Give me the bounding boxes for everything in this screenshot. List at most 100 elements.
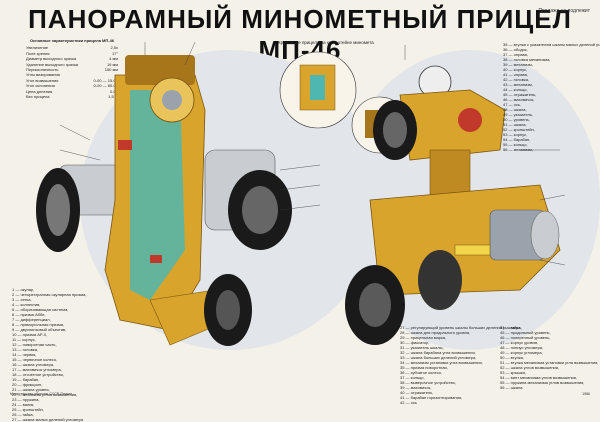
- legend-item: 46 — маховичок,: [503, 97, 535, 102]
- illustration: [36, 41, 600, 350]
- legend-item: 19 — барабан,: [12, 377, 40, 382]
- legend-item: 27 — шкала малых делений угломера: [12, 417, 84, 422]
- legend-item: 51 — шкала,: [503, 122, 527, 127]
- spec-row: Угол возвышения 0-00 — 15-00: [26, 78, 118, 83]
- spec-key: Угол возвышения: [26, 77, 59, 83]
- footer-right: 1986: [582, 392, 590, 396]
- spec-key: Угол склонения: [26, 83, 55, 89]
- legend-item: 18 — отсчетное устройство,: [12, 372, 65, 377]
- stamp-text: Продажа не подлежит: [538, 8, 590, 14]
- legend-item: 14 — червяк,: [12, 352, 37, 357]
- spec-key: Поле зрения: [26, 50, 50, 56]
- legend-item: 42 — ось: [400, 400, 417, 405]
- spec-key: Удаление выходного зрачка: [26, 61, 79, 67]
- specs-heading: Основные характеристики прицела МП-46: [29, 38, 115, 43]
- spec-key: Перископичность: [26, 66, 59, 72]
- legend-item: 2 — четырехгранная окулярная призма,: [12, 292, 87, 297]
- spec-value: 1,5 кг: [108, 93, 118, 99]
- legend-item: 50 — уровень,: [503, 117, 530, 122]
- legend-item: 33 — шкала больших делений угломера,: [400, 355, 477, 360]
- legend-item: 36 — зубчатое колесо,: [400, 370, 443, 375]
- legend-item: 12 — поворотная часть,: [12, 342, 57, 347]
- legend-item: 7 — дифференциал,: [12, 317, 51, 322]
- legend-item: 35 — втулка с указателем шкалы малых дел…: [503, 42, 600, 47]
- legend-item: 10 — призма АР-0,: [12, 332, 48, 337]
- legend-item: 5 — оборачивающая система,: [12, 307, 69, 312]
- legend-item: 49 — корпус угломера,: [500, 350, 543, 355]
- legend-mid: 27 — регулирующий уровень шкалы больших …: [400, 325, 522, 405]
- legend-item: 38 — выверочное устройство,: [400, 380, 456, 385]
- legend-item: 51 — втулка механизма установки угла воз…: [500, 360, 599, 365]
- spec-row: Вес прицела 1,5 кг: [26, 94, 118, 99]
- legend-item: 55 — пружина механизма углов возвышения,: [500, 380, 585, 385]
- right-emblem: [458, 108, 482, 132]
- legend-right-bottom: 44 — гайка,45 — продольный уровень,46 — …: [500, 325, 598, 390]
- spec-row: Поле зрения 17°: [26, 51, 118, 56]
- legend-item: 17 — маховичок угломера,: [12, 367, 62, 372]
- spec-value: 19 мм: [106, 61, 118, 67]
- legend-item: 9 — двухлинзовый объектив,: [12, 327, 67, 332]
- poster: ПАНОРАМНЫЙ МИНОМЕТНЫЙ ПРИЦЕЛ МП-46 Прода…: [10, 4, 600, 422]
- legend-item: 28 — шкала для продольного уровня,: [400, 330, 471, 335]
- legend-item: 50 — втулка,: [500, 355, 525, 360]
- spec-value: 4 мм: [109, 56, 118, 62]
- spec-key: Цена деления: [26, 88, 53, 94]
- legend-item: 37 — оправа,: [503, 52, 528, 57]
- right-knob: [418, 250, 462, 310]
- spec-row: Цена деления 0-01: [26, 89, 118, 94]
- legend-item: 44 — гайка,: [500, 325, 522, 330]
- left-red-part: [118, 140, 132, 150]
- callout-lines: [59, 41, 566, 266]
- legend-item: 52 — шкала углов возвышения,: [500, 365, 560, 370]
- legend-item: 30 — фиксатор,: [400, 340, 430, 345]
- legend-item: 41 — барабан горизонтирования,: [400, 395, 463, 400]
- spec-value: 0-00 — 15-00: [93, 77, 118, 83]
- spec-value: 17°: [111, 50, 118, 56]
- legend-item: 36 — ободок,: [503, 47, 528, 52]
- legend-item: 34 — механизм установки угла возвышения,: [400, 360, 483, 365]
- legend-item: 4 — коллектив,: [12, 302, 41, 307]
- spec-value: 2,5x: [110, 45, 118, 51]
- legend-item: 35 — призма поворотная,: [400, 365, 448, 370]
- legend-item: 46 — поперечный уровень,: [500, 335, 551, 340]
- spec-row: Удаление выходного зрачка 19 мм: [26, 62, 118, 67]
- legend-item: 56 — механизм,: [503, 147, 533, 152]
- footer-left: Министерство обороны СССР. Плакат.: [10, 391, 73, 396]
- inset-title: Крепление прицела на кронштейне миномета: [278, 40, 374, 45]
- legend-item: 55 — кольцо,: [503, 142, 528, 147]
- legend-item: 39 — механизм,: [503, 62, 533, 67]
- left-head: [125, 55, 195, 85]
- legend-left: 1 — окуляр,2 — четырехгранная окулярная …: [12, 287, 86, 422]
- legend-item: 53 — корпус,: [503, 132, 528, 137]
- legend-item: 38 — головка механизма,: [503, 57, 551, 62]
- legend-item: 29 — прицельная марка,: [400, 335, 447, 340]
- legend-item: 16 — шкала угломера,: [12, 362, 55, 367]
- right-level: [454, 244, 491, 256]
- spec-key: Диаметр выходного зрачка: [26, 56, 77, 62]
- legend-item: 22 — механизм углов возвышения,: [12, 392, 78, 397]
- legend-item: 13 — головка,: [12, 347, 39, 352]
- spec-key: Вес прицела: [26, 93, 50, 99]
- legend-item: 6 — призма Аббе,: [12, 312, 46, 317]
- legend-item: 8 — прямоугольная призма,: [12, 322, 65, 327]
- legend-item: 44 — кольцо,: [503, 87, 528, 92]
- legend-item: 20 — фрикцион,: [12, 382, 43, 387]
- legend-item: 39 — маховичок,: [400, 385, 432, 390]
- legend-item: 31 — указатель шкалы,: [400, 345, 444, 350]
- legend-item: 40 — отражатель,: [400, 390, 434, 395]
- legend-item: 53 — крышка,: [500, 370, 526, 375]
- legend-item: 45 — продольный уровень,: [500, 330, 551, 335]
- legend-item: 40 — корпус,: [503, 67, 528, 72]
- spec-value: 0-01: [109, 88, 118, 94]
- legend-item: 1 — окуляр,: [12, 287, 35, 292]
- legend-item: 54 — винт механизма углов возвышения,: [500, 375, 578, 380]
- legend-item: 48 — нониус угломера,: [500, 345, 544, 350]
- right-sight-exterior: [345, 65, 561, 345]
- legend-item: 56 — шкала: [500, 385, 523, 390]
- legend-item: 37 — кольцо,: [400, 375, 425, 380]
- legend-item: 42 — головка,: [503, 77, 530, 82]
- spec-key: Углы визирования: [26, 72, 60, 78]
